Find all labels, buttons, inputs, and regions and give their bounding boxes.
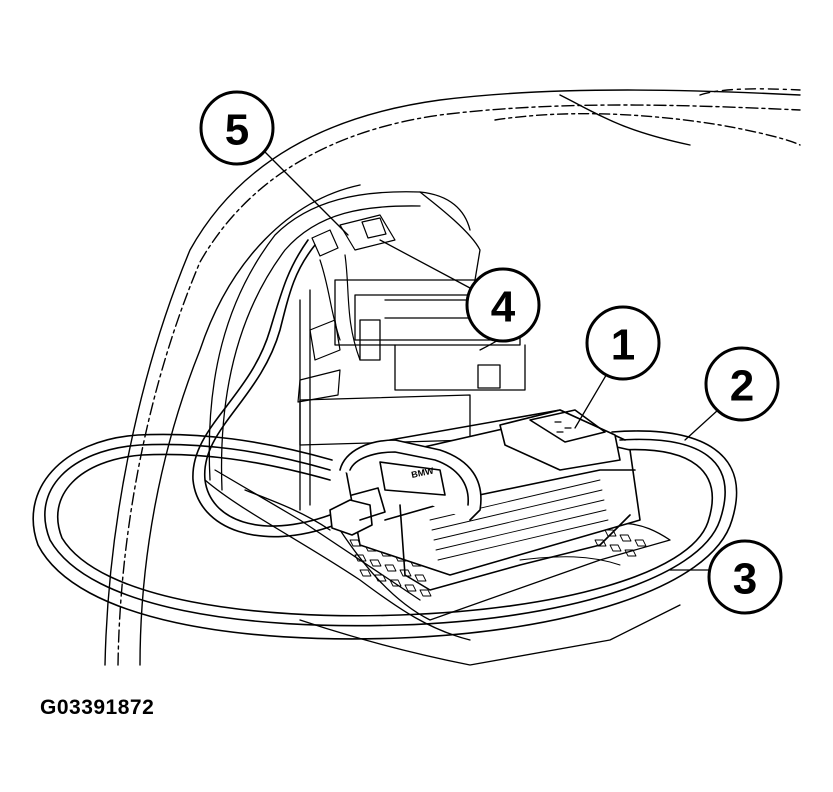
callout-5-number: 5 (225, 106, 249, 155)
cable-loop (32, 430, 738, 640)
callout-2-number: 2 (730, 362, 754, 411)
diagnostic-cable (192, 239, 336, 538)
callout-4: 4 (465, 267, 541, 343)
callout-2: 2 (704, 346, 780, 422)
tester-label: BMW (410, 465, 435, 480)
callout-4-number: 4 (491, 283, 516, 332)
vehicle-diagnostic-connector (297, 214, 396, 403)
leader-lines (264, 151, 719, 571)
callout-3: 3 (707, 539, 783, 615)
callout-5: 5 (199, 90, 275, 166)
callout-3-number: 3 (733, 555, 757, 604)
figure-id-label: G03391872 (40, 696, 155, 719)
callout-1-number: 1 (611, 321, 635, 370)
diagnostic-tester (329, 409, 641, 591)
trunk-body-outline (104, 88, 801, 666)
callout-1: 1 (585, 305, 661, 381)
